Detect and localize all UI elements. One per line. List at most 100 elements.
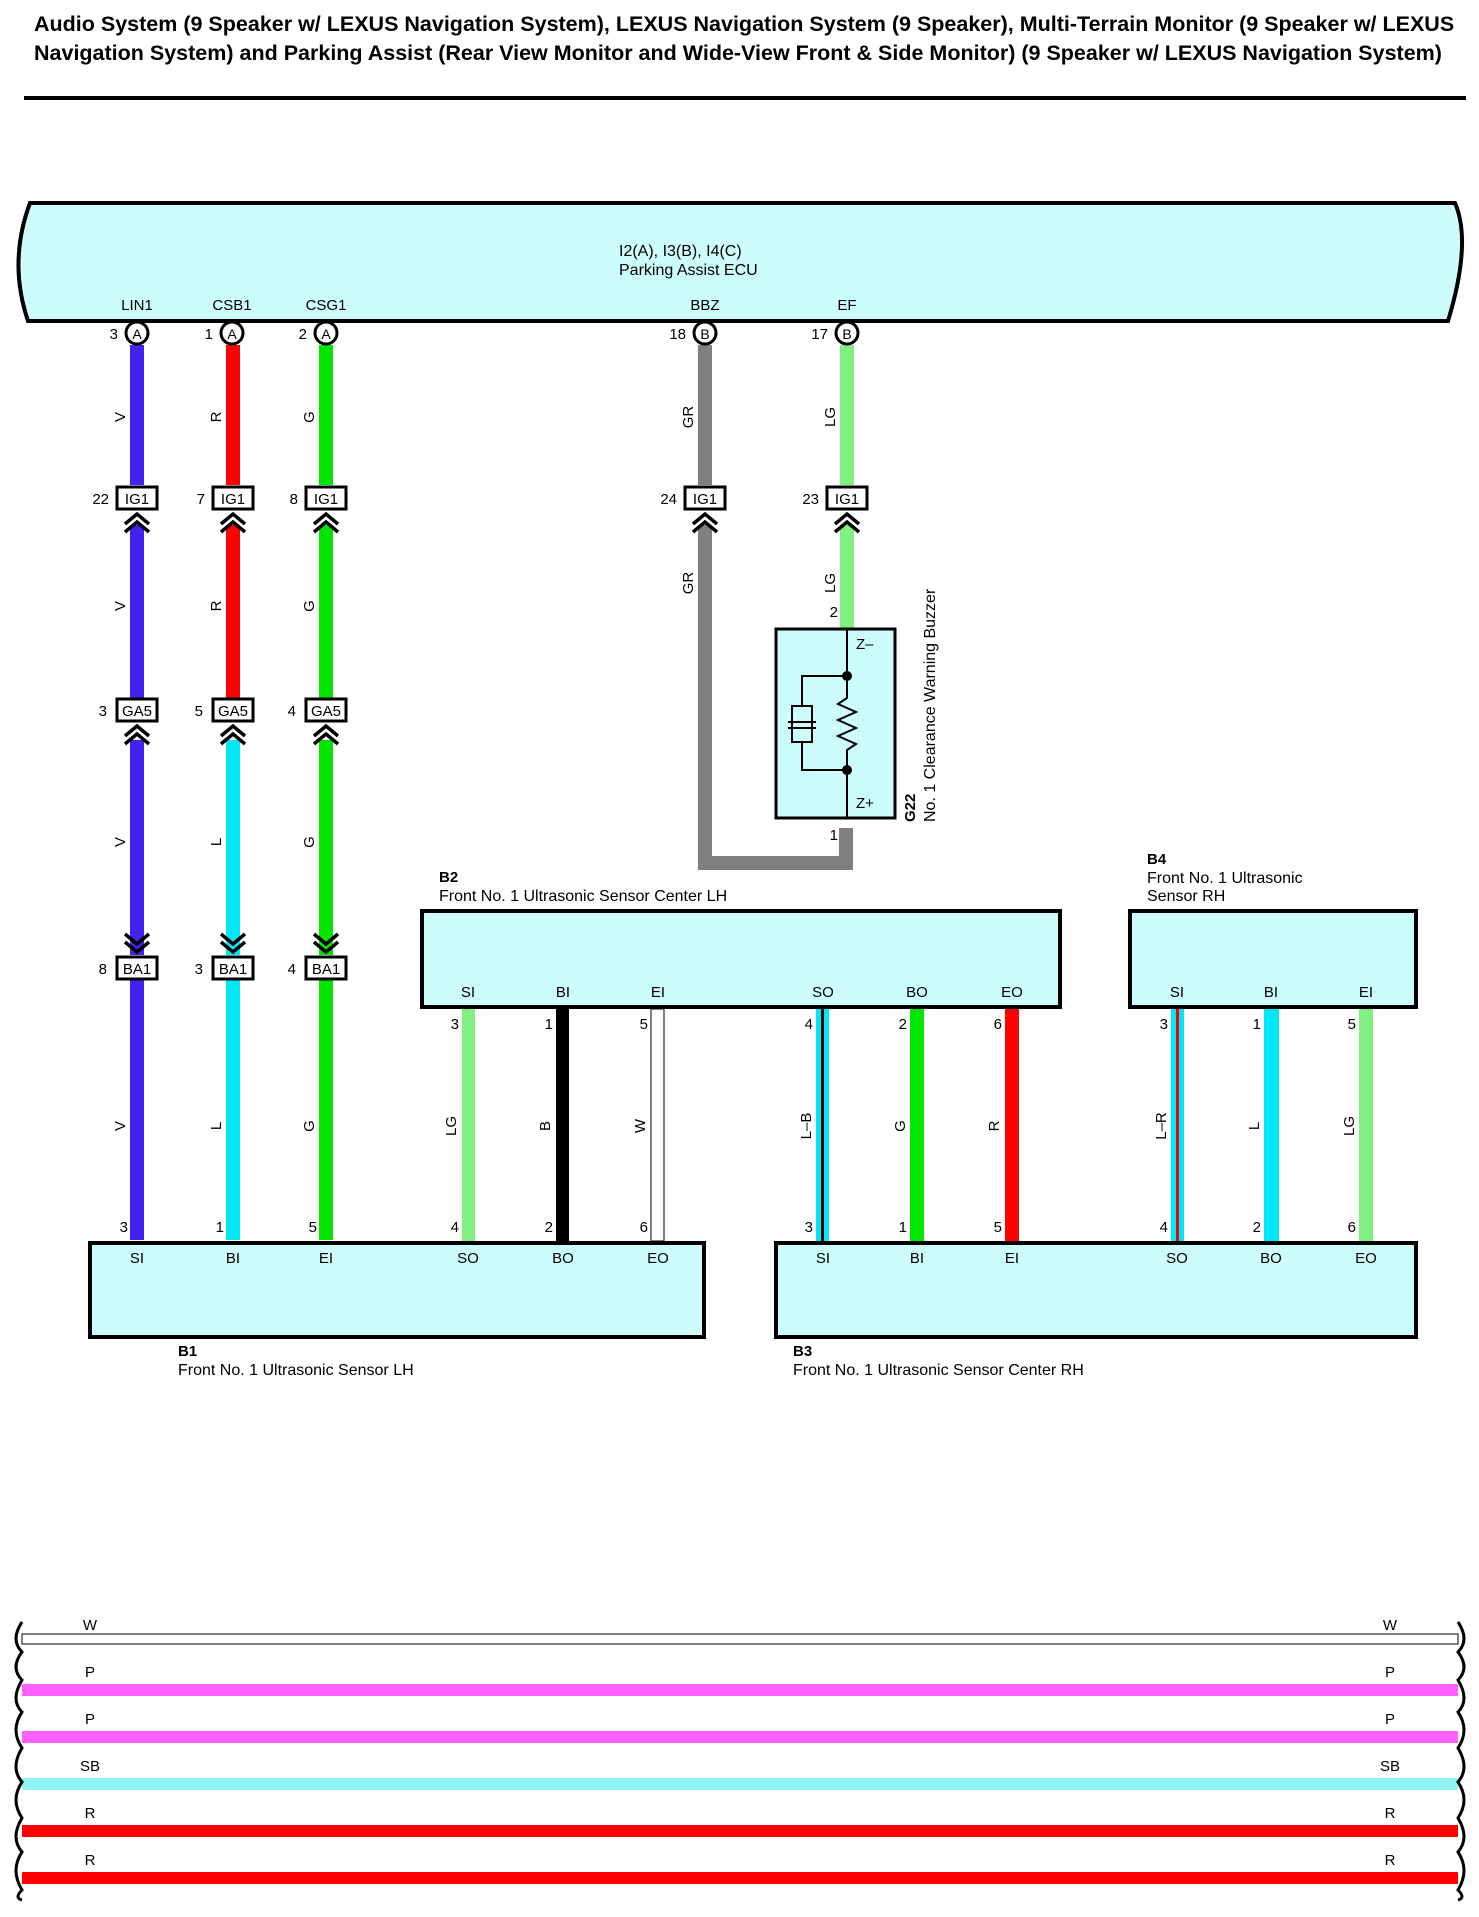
buzzer-terminal-bottom: Z+	[856, 795, 874, 812]
b1-pin: 3	[120, 1219, 128, 1236]
b1-terminal: BI	[226, 1250, 240, 1267]
b2-terminal: SI	[461, 984, 475, 1001]
wire-g-2	[319, 525, 333, 700]
wire-label: L	[208, 838, 225, 846]
buzzer-code: G22	[902, 794, 919, 822]
connector-label-ig1: IG1	[835, 491, 859, 508]
connector-label-ig1: IG1	[125, 491, 149, 508]
wire-label: V	[112, 601, 129, 611]
b1-terminal: SO	[457, 1250, 479, 1267]
wire-b2-so-tracer	[821, 1009, 824, 1241]
wire-label: L	[208, 1122, 225, 1130]
connector-chevrons-up	[123, 723, 340, 746]
b4-pin: 3	[1160, 1016, 1168, 1033]
b2-pin: 2	[899, 1016, 907, 1033]
connector-label-ig1: IG1	[314, 491, 338, 508]
lower-wire-p-1	[22, 1684, 1458, 1696]
wire-label: LG	[443, 1116, 460, 1136]
sensor-b4-code: B4	[1147, 851, 1167, 868]
wire-column-3	[319, 345, 333, 1240]
wire-v-1	[130, 345, 144, 485]
ecu-pin-label-csg1: CSG1	[306, 297, 347, 314]
b3-terminal: EI	[1005, 1250, 1019, 1267]
connector-pin-number: 8	[99, 961, 107, 978]
wire-b4-bi	[1264, 1009, 1279, 1241]
wire-label: LG	[822, 407, 839, 427]
b1-terminal: SI	[130, 1250, 144, 1267]
connector-pin-number: 3	[195, 961, 203, 978]
buzzer-pin-bottom: 1	[830, 827, 838, 844]
lower-wire-label-right: SB	[1380, 1758, 1400, 1775]
wire-label: V	[112, 1121, 129, 1131]
wire-label: V	[112, 837, 129, 847]
b4-terminal: EI	[1359, 984, 1373, 1001]
ecu-pin-circle-4	[692, 320, 718, 346]
lower-wire-w	[21, 1633, 1459, 1645]
b3-terminal: SO	[1166, 1250, 1188, 1267]
ecu-code: I2(A), I3(B), I4(C)	[619, 243, 742, 260]
wire-label: G	[301, 1120, 318, 1132]
wire-v-3	[130, 740, 144, 955]
ecu-conn-letter-3: A	[321, 326, 331, 342]
b4-pin: 5	[1348, 1016, 1356, 1033]
ecu-pin-number-4: 18	[669, 326, 686, 343]
title-divider	[24, 96, 1466, 100]
lower-wire-label-left: SB	[80, 1758, 100, 1775]
b4-terminal: BI	[1264, 984, 1278, 1001]
b1-pin: 6	[640, 1219, 648, 1236]
b3-pin: 4	[1160, 1219, 1168, 1236]
b1-pin: 1	[216, 1219, 224, 1236]
lower-bundle-break-marks	[14, 1621, 1466, 1902]
b3-pin: 2	[1253, 1219, 1261, 1236]
b4-wires	[1171, 1009, 1373, 1241]
b2-pin: 4	[805, 1016, 813, 1033]
connector-label-ga5: GA5	[122, 703, 152, 720]
wire-b2-ei	[650, 1008, 665, 1242]
ecu-pin-label-lin1: LIN1	[121, 297, 153, 314]
lower-wire-label-right: P	[1385, 1711, 1395, 1728]
lower-wire-label-right: R	[1385, 1805, 1396, 1822]
buzzer-g22	[774, 627, 897, 820]
sensor-b3-box	[774, 1241, 1418, 1339]
b3-pin: 5	[994, 1219, 1002, 1236]
sensor-b2-name: Front No. 1 Ultrasonic Sensor Center LH	[439, 888, 727, 905]
wire-label: L–B	[798, 1113, 815, 1140]
wire-label: W	[632, 1118, 649, 1133]
ecu-conn-letter-5: B	[842, 326, 851, 342]
connector-chevrons-down	[123, 932, 340, 955]
b1-terminal: BO	[552, 1250, 574, 1267]
sensor-b4-name-1: Front No. 1 Ultrasonic	[1147, 870, 1303, 887]
connector-ba1	[115, 932, 348, 981]
connector-label-ba1: BA1	[219, 961, 247, 978]
wire-label: G	[892, 1120, 909, 1132]
sensor-b2-box	[420, 909, 1062, 1009]
sensor-b2-code: B2	[439, 869, 458, 886]
ecu-conn-letter-2: A	[227, 326, 237, 342]
wire-lg-2	[840, 525, 854, 629]
connector-pin-number: 4	[288, 703, 296, 720]
wire-l-2	[226, 980, 240, 1240]
wire-label: G	[301, 600, 318, 612]
ecu-pin-circle-2	[219, 320, 245, 346]
wire-r-1	[226, 345, 240, 485]
buzzer-pin-top: 2	[830, 604, 838, 621]
b2-terminal: EO	[1001, 984, 1023, 1001]
ecu-pin-number-1: 3	[110, 326, 118, 343]
wire-column-4	[698, 345, 853, 870]
wire-label: L	[1246, 1122, 1263, 1130]
wire-b2-bo	[910, 1009, 924, 1241]
ecu-pin-circles	[124, 320, 860, 346]
wire-g-4	[319, 980, 333, 1240]
b3-terminal: EO	[1355, 1250, 1377, 1267]
wire-label: GR	[680, 406, 697, 429]
lower-wire-label-right: P	[1385, 1664, 1395, 1681]
lower-wire-label-left: R	[85, 1805, 96, 1822]
wire-lg-1	[840, 345, 854, 485]
b2-terminal: BO	[906, 984, 928, 1001]
lower-wire-label-left: R	[85, 1852, 96, 1869]
wire-label: G	[301, 411, 318, 423]
sensor-b1-code: B1	[178, 1343, 197, 1360]
connector-label-ig1: IG1	[221, 491, 245, 508]
wire-label: LG	[822, 573, 839, 593]
